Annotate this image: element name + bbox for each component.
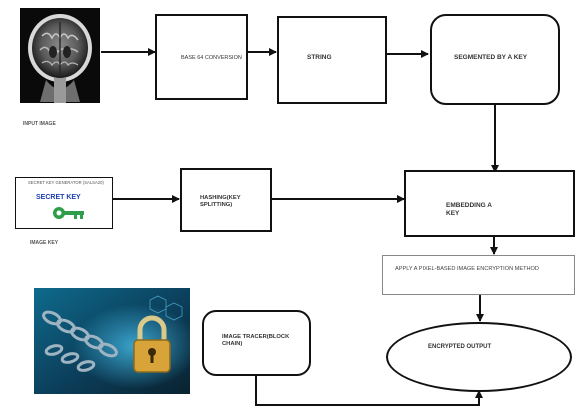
- secret-key-box: SECRET KEY GENERATOR (SALSA20) SECRET KE…: [15, 177, 113, 229]
- arrow-tracer-to-output: [255, 375, 483, 406]
- image-tracer-box: IMAGE TRACER(BLOCK CHAIN): [202, 310, 311, 376]
- image-tracer-label: IMAGE TRACER(BLOCK CHAIN): [222, 334, 290, 348]
- blockchain-image: [34, 288, 190, 394]
- base64-conversion-label: BASE 64 CONVERSION: [181, 55, 242, 61]
- secret-key-generator-label: SECRET KEY GENERATOR (SALSA20): [28, 180, 104, 185]
- secret-key-label: SECRET KEY: [36, 194, 81, 201]
- hashing-box: HASHING(KEY SPLITTING): [180, 168, 272, 232]
- string-label: STRING: [307, 54, 332, 61]
- input-image: [20, 8, 100, 103]
- input-image-caption: INPUT IMAGE: [23, 121, 56, 127]
- key-icon: [52, 206, 86, 223]
- base64-conversion-box: BASE 64 CONVERSION: [155, 14, 248, 100]
- segmented-by-key-label: SEGMENTED BY A KEY: [454, 54, 528, 61]
- encryption-method-label: APPLY A PIXEL-BASED IMAGE ENCRYPTION MET…: [395, 266, 539, 272]
- string-box: STRING: [277, 16, 387, 104]
- segmented-by-key-box: SEGMENTED BY A KEY: [430, 14, 560, 105]
- embedding-key-label: EMBEDDING A KEY: [446, 202, 492, 218]
- hashing-label: HASHING(KEY SPLITTING): [200, 195, 241, 209]
- brain-mri-image: [20, 8, 100, 103]
- embedding-key-box: EMBEDDING A KEY: [404, 170, 575, 237]
- encryption-method-box: APPLY A PIXEL-BASED IMAGE ENCRYPTION MET…: [382, 255, 575, 295]
- image-key-caption: IMAGE KEY: [30, 240, 59, 246]
- encrypted-output-label: ENCRYPTED OUTPUT: [428, 344, 492, 350]
- blockchain-padlock-image: [34, 288, 190, 394]
- encrypted-output-ellipse: ENCRYPTED OUTPUT: [386, 322, 572, 392]
